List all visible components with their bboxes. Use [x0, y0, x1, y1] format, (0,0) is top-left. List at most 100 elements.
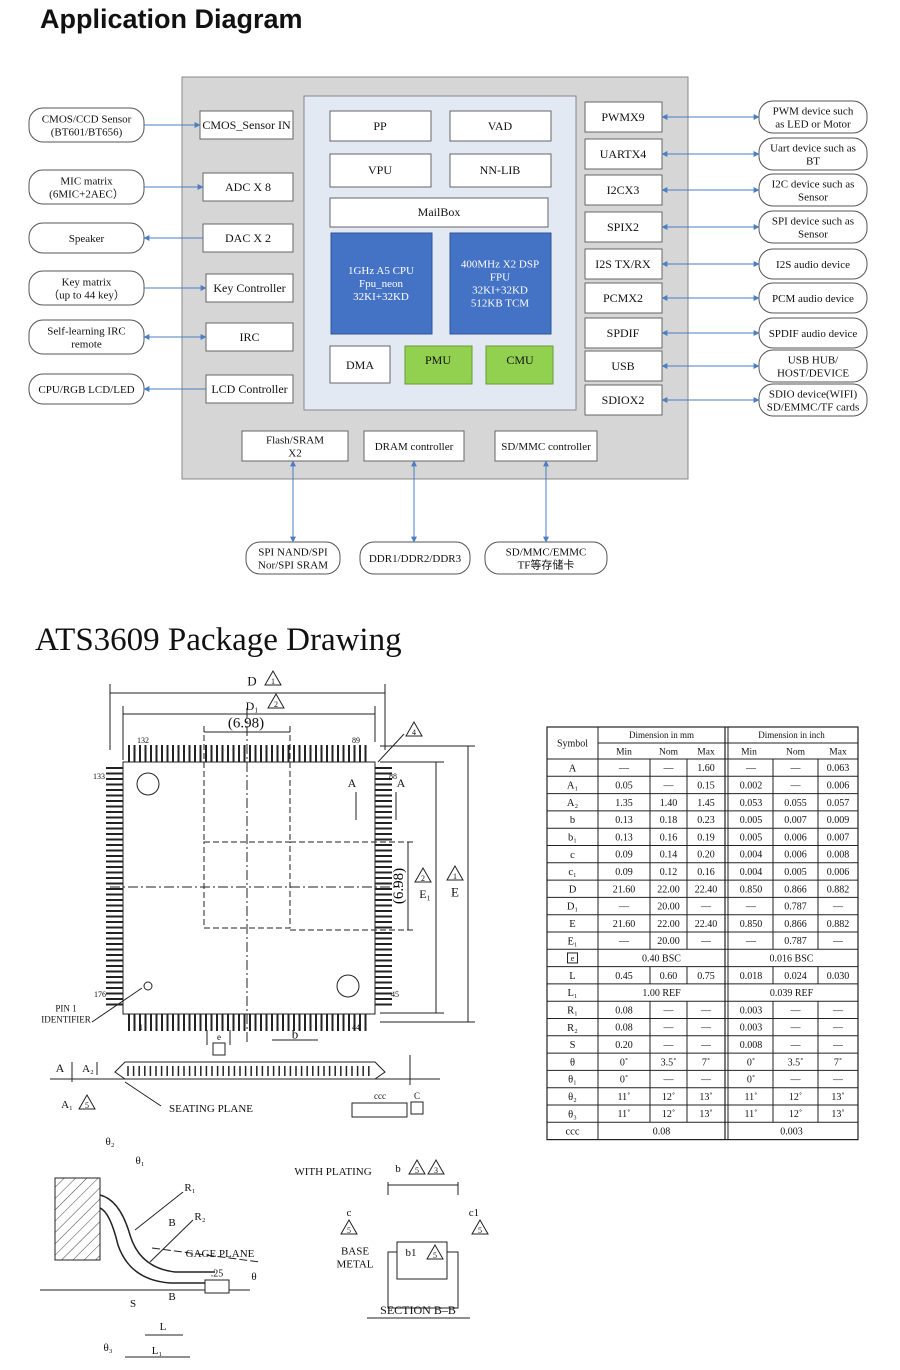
- left-device-label-2: Speaker: [69, 233, 105, 245]
- row-cell: 0.12: [660, 867, 678, 878]
- right-module-label-4: I2S TX/RX: [595, 257, 651, 271]
- row-cell: 0.16: [660, 832, 678, 843]
- cpu-label-line-0: 1GHz A5 CPU: [348, 265, 414, 277]
- pp-label: PP: [373, 119, 387, 133]
- row-cell: —: [618, 902, 630, 913]
- row-cell: 0.75: [697, 971, 715, 982]
- pmu-label: PMU: [425, 353, 451, 367]
- bottom-device-label-1: DDR1/DDR2/DDR3: [369, 553, 462, 565]
- left-module-label-3: Key Controller: [213, 281, 285, 295]
- left-module-3: [205, 273, 294, 303]
- header-mm: Dimension in mm: [629, 730, 694, 740]
- right-device-label-7-line-1: HOST/DEVICE: [777, 367, 849, 379]
- row-cell: 3.5˚: [788, 1057, 804, 1068]
- section-a-left-label: A: [348, 776, 357, 790]
- center-pad-outline: [203, 841, 291, 929]
- note-3-b-label: 3: [434, 1166, 438, 1175]
- row-cell: —: [832, 1075, 844, 1086]
- left-module-label-1: ADC X 8: [225, 180, 271, 194]
- pin1-identifier-leader: [91, 987, 143, 1023]
- right-device-label-2-line-0: I2C device such as: [772, 178, 855, 190]
- left-device-label-0-line-0: CMOS/CCD Sensor: [42, 113, 132, 125]
- row-cell: 12˚: [662, 1109, 675, 1120]
- mold-mark-bottom-right: [336, 974, 360, 998]
- right-module-label-7: USB: [611, 359, 634, 373]
- row-symbol: θ₂: [568, 1092, 577, 1103]
- right-module-3: [584, 211, 663, 243]
- row-cell: —: [790, 1075, 802, 1086]
- dim-698-h-label: (6.98): [228, 715, 264, 731]
- right-module-5: [584, 282, 663, 314]
- ccc-label: ccc: [374, 1091, 386, 1101]
- nnlib-block: [449, 153, 552, 188]
- row-cell: 7˚: [702, 1057, 710, 1068]
- row-cell: 0˚: [747, 1075, 755, 1086]
- right-device-label-6: SPDIF audio device: [769, 328, 858, 340]
- row-cell: 0.003: [740, 1005, 763, 1016]
- row-cell: 0.09: [615, 850, 633, 861]
- row-cell: 1.60: [697, 763, 715, 774]
- dim-a1-label: A₁: [61, 1099, 73, 1111]
- note-5-c-label: 5: [347, 1226, 351, 1235]
- left-module-label-5: LCD Controller: [211, 382, 287, 396]
- pin1-dot: [143, 981, 153, 991]
- row-symbol: ccc: [566, 1127, 580, 1138]
- theta3-label: θ₃: [103, 1342, 112, 1354]
- package-body: [122, 761, 376, 1015]
- pin-number-89: 89: [352, 736, 360, 745]
- datum-c-label: C: [414, 1091, 420, 1101]
- row-cell: 0.15: [697, 780, 715, 791]
- e-symbol-box: [212, 1042, 226, 1056]
- row-cell: —: [790, 1040, 802, 1051]
- note-2-d1-label: 2: [274, 700, 278, 709]
- dim-a2-label: A₂: [82, 1063, 94, 1075]
- theta2-label: θ₂: [105, 1136, 114, 1148]
- section-b-upper-label: B: [168, 1217, 175, 1229]
- row-cell: 21.60: [613, 884, 636, 895]
- header-col-2: Max: [697, 747, 715, 757]
- bottom-device-label-2-line-0: SD/MMC/EMMC: [506, 546, 587, 558]
- row-cell: 13˚: [831, 1092, 844, 1103]
- left-device-label-5: CPU/RGB LCD/LED: [38, 384, 134, 396]
- row-cell: 13˚: [699, 1109, 712, 1120]
- row-cell: —: [790, 1023, 802, 1034]
- row-cell: 0˚: [747, 1057, 755, 1068]
- note-1-d-label: 1: [271, 677, 275, 686]
- note-5-b-triangle: [408, 1158, 426, 1175]
- pin-number-44: 44: [352, 1023, 360, 1032]
- row-symbol: L₁: [567, 988, 577, 999]
- row-cell: 0.08: [615, 1005, 633, 1016]
- row-cell: 0.055: [784, 798, 807, 809]
- application-diagram-title: Application Diagram: [40, 4, 303, 34]
- note-5-a1-triangle: [78, 1093, 96, 1110]
- row-symbol: θ: [570, 1057, 575, 1068]
- row-cell: 0.866: [784, 884, 807, 895]
- row-cell: 0.005: [740, 832, 763, 843]
- bottom-device-label-2-line-1: TF等存储卡: [518, 557, 575, 571]
- mailbox-label: MailBox: [418, 205, 461, 219]
- row-symbol: b₁: [568, 833, 577, 844]
- row-cell: 0.16: [697, 867, 715, 878]
- pmu-block: [404, 345, 473, 385]
- note-5-a1-label: 5: [85, 1101, 89, 1110]
- row-cell: 0.850: [740, 919, 763, 930]
- row-cell: 20.00: [657, 936, 680, 947]
- right-device-label-5: PCM audio device: [772, 293, 854, 305]
- row-cell: 0.850: [740, 884, 763, 895]
- cmu-label: CMU: [506, 353, 534, 367]
- row-symbol: θ₃: [568, 1109, 577, 1120]
- row-cell: —: [790, 763, 802, 774]
- right-module-label-1: UARTX4: [600, 147, 647, 161]
- left-device-label-1-line-1: (6MIC+2AEC）: [49, 187, 124, 200]
- right-module-7: [584, 350, 663, 382]
- right-device-label-8-line-1: SD/EMMC/TF cards: [767, 401, 860, 413]
- row-symbol: D₁: [567, 902, 578, 913]
- row-cell: 0.004: [740, 850, 763, 861]
- lead-detail-body: [54, 1177, 101, 1261]
- dim-e1-label: E₁: [419, 887, 431, 901]
- row-symbol: D: [569, 884, 577, 895]
- dot25-label: .25: [211, 1269, 224, 1280]
- row-cell: —: [700, 1005, 712, 1016]
